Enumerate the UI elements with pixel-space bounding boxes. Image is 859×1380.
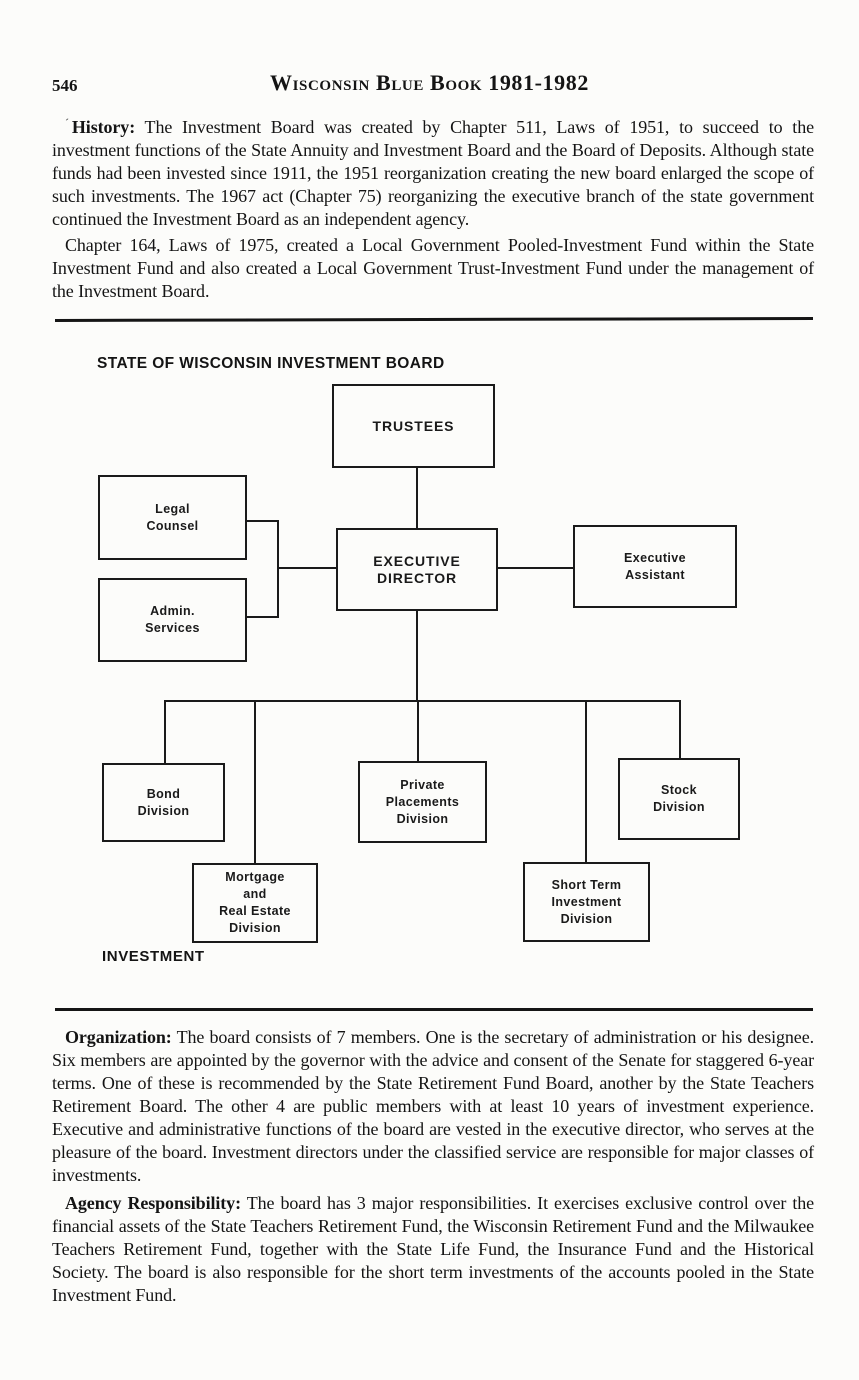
organization-section: Organization: The board consists of 7 me…: [52, 1026, 814, 1307]
horizontal-rule-top: [54, 317, 814, 322]
organization-paragraph: Organization: The board consists of 7 me…: [52, 1026, 814, 1187]
organization-label: Organization:: [65, 1027, 172, 1047]
history-label: History:: [71, 117, 136, 137]
org-node-bond-division: Bond Division: [102, 763, 225, 842]
connector-line-director-assistant: [498, 567, 573, 569]
org-node-stock-division-label: Stock Division: [653, 783, 705, 814]
org-node-trustees-label: TRUSTEES: [372, 417, 455, 434]
connector-line-bracket-director: [279, 567, 336, 569]
history-paragraph: ´History: The Investment Board was creat…: [52, 112, 814, 231]
history-section: ´History: The Investment Board was creat…: [52, 112, 814, 303]
connector-line-director-divisions: [416, 611, 418, 702]
header-title: Wisconsin Blue Book 1981-1982: [270, 70, 589, 95]
connector-line-private-placements-drop: [417, 700, 419, 761]
org-node-executive-director-label: EXECUTIVE DIRECTOR: [373, 552, 461, 586]
connector-line-division-branch-bar: [164, 700, 681, 702]
agency-responsibility-paragraph: Agency Responsibility: The board has 3 m…: [52, 1192, 814, 1307]
org-node-executive-director: EXECUTIVE DIRECTOR: [336, 528, 498, 611]
connector-line-bond-drop: [164, 700, 166, 763]
org-node-executive-assistant-label: Executive Assistant: [624, 550, 686, 582]
connector-line-short-term-drop: [585, 700, 587, 862]
org-node-private-placements-division-label: Private Placements Division: [385, 777, 460, 826]
org-node-mortgage-real-estate-division-label: Mortgage and Real Estate Division: [219, 870, 291, 935]
scan-apostrophe-mark: ´: [65, 116, 69, 130]
connector-line-legal-counsel: [247, 520, 279, 522]
org-node-short-term-investment-division-label: Short Term Investment Division: [551, 877, 622, 926]
agency-responsibility-label: Agency Responsibility:: [65, 1193, 241, 1213]
org-node-executive-assistant: Executive Assistant: [573, 525, 737, 608]
org-node-stock-division: Stock Division: [618, 758, 740, 840]
org-node-admin-services: Admin. Services: [98, 578, 247, 662]
agency-responsibility-text: The board has 3 major responsibilities. …: [52, 1193, 815, 1305]
org-chart-title: STATE OF WISCONSIN INVESTMENT BOARD: [97, 355, 445, 372]
organization-text: The board consists of 7 members. One is …: [52, 1027, 814, 1185]
horizontal-rule-bottom: [55, 1008, 813, 1011]
org-node-legal-counsel-label: Legal Counsel: [146, 501, 199, 533]
org-node-admin-services-label: Admin. Services: [145, 604, 200, 635]
history-text-2: Chapter 164, Laws of 1975, created a Loc…: [52, 235, 814, 301]
org-node-mortgage-real-estate-division: Mortgage and Real Estate Division: [192, 863, 318, 943]
org-node-bond-division-label: Bond Division: [137, 786, 190, 818]
history-text: The Investment Board was created by Chap…: [52, 117, 814, 229]
connector-line-mortgage-drop: [254, 700, 256, 863]
connector-line-trustees-director: [416, 468, 418, 528]
page-number: 546: [52, 76, 78, 95]
org-node-trustees: TRUSTEES: [332, 384, 495, 468]
org-chart-footer-label: INVESTMENT: [102, 948, 205, 965]
org-node-private-placements-division: Private Placements Division: [358, 761, 487, 843]
connector-line-admin-services: [247, 616, 279, 618]
org-node-legal-counsel: Legal Counsel: [98, 475, 247, 560]
history-paragraph-2: Chapter 164, Laws of 1975, created a Loc…: [52, 234, 814, 303]
connector-line-staff-bracket: [277, 520, 279, 618]
connector-line-stock-drop: [679, 700, 681, 758]
org-node-short-term-investment-division: Short Term Investment Division: [523, 862, 650, 942]
